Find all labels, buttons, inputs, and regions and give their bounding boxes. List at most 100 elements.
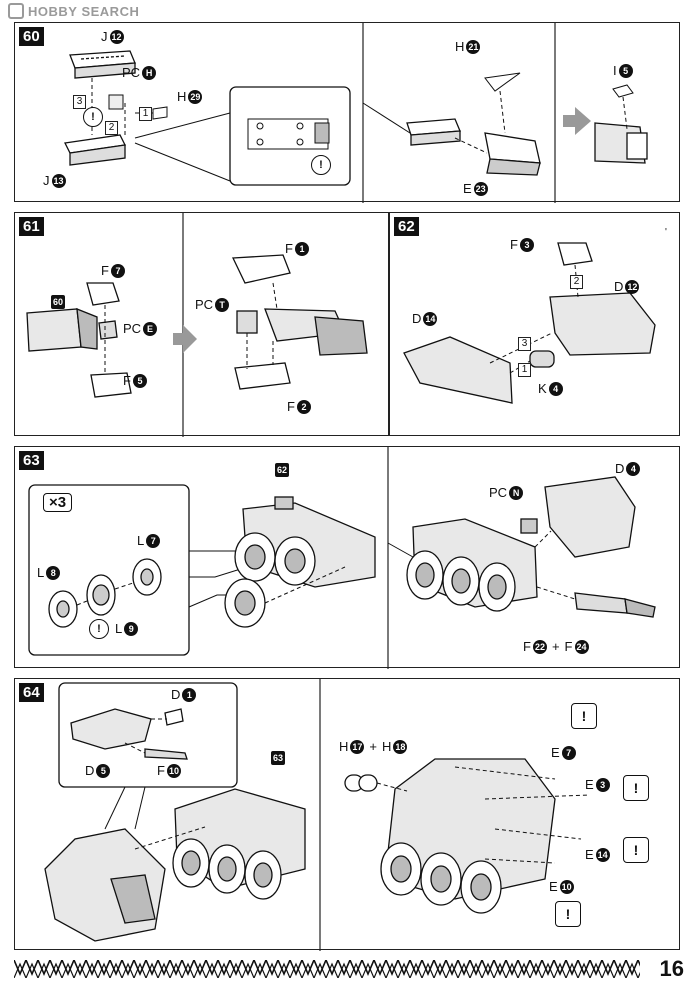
part-number: H	[142, 65, 157, 80]
sequence-marker: 2	[105, 121, 118, 135]
step-60-drawing	[64, 23, 648, 203]
part-number: 29	[188, 89, 203, 104]
watermark-brand: HOBBY	[28, 3, 78, 19]
part-prefix: E	[551, 745, 560, 760]
sequence-marker: 2	[570, 275, 583, 289]
part-prefix: F	[157, 763, 165, 778]
decorative-footer-border	[14, 960, 640, 978]
multiplier-badge: ×3	[43, 493, 73, 512]
page-number: 16	[659, 956, 684, 981]
caution-cut-icon: !	[571, 703, 597, 729]
part-number: 7	[146, 533, 161, 548]
part-prefix: E	[463, 181, 472, 196]
step-number: 60	[19, 27, 44, 46]
part-prefix: D	[615, 461, 625, 476]
part-prefix: J	[101, 29, 108, 44]
part-number: 5	[618, 63, 633, 78]
part-prefix: D	[171, 687, 181, 702]
part-number: 24	[574, 639, 589, 654]
plus-sign: +	[551, 639, 560, 654]
part-prefix: H	[177, 89, 187, 104]
part-number: 10	[559, 879, 574, 894]
step-61-drawing	[26, 213, 368, 437]
sequence-marker: 1	[139, 107, 152, 121]
sequence-marker: 3	[73, 95, 86, 109]
part-prefix: H	[339, 739, 349, 754]
part-number: 7	[110, 263, 125, 278]
part-number: 17	[350, 739, 365, 754]
part-prefix: E	[585, 777, 594, 792]
part-number: 3	[519, 237, 534, 252]
step-60-panel: 60	[14, 22, 680, 203]
watermark-suffix: SEARCH	[81, 3, 140, 19]
part-prefix: K	[538, 381, 547, 396]
step-62-drawing: '	[403, 227, 667, 404]
part-prefix: PC	[195, 297, 214, 312]
caution-icon: !	[311, 155, 331, 175]
part-prefix: PC	[489, 485, 508, 500]
step-63-drawing	[28, 447, 656, 669]
sequence-marker: 1	[518, 363, 531, 377]
part-prefix: D	[85, 763, 95, 778]
part-prefix: H	[455, 39, 465, 54]
part-number: 8	[46, 565, 61, 580]
part-prefix: F	[564, 639, 573, 654]
part-prefix: F	[123, 373, 131, 388]
part-prefix: F	[510, 237, 518, 252]
part-prefix: PC	[123, 321, 142, 336]
hobbysearch-logo-icon	[8, 3, 24, 19]
part-prefix: E	[585, 847, 594, 862]
part-prefix: L	[115, 621, 123, 636]
part-number: 23	[473, 181, 488, 196]
part-prefix: F	[523, 639, 531, 654]
part-number: 9	[124, 621, 139, 636]
part-prefix: PC	[122, 65, 141, 80]
part-number: T	[215, 297, 230, 312]
part-number: N	[509, 485, 524, 500]
step-64-drawing	[44, 679, 590, 951]
part-prefix: I	[613, 63, 617, 78]
part-number: 60	[51, 295, 65, 309]
part-prefix: L	[37, 565, 45, 580]
part-number: 21	[466, 39, 481, 54]
part-label-60: 60	[51, 295, 65, 309]
part-number: 4	[548, 381, 563, 396]
sequence-marker: 3	[518, 337, 531, 351]
caution-cut-icon: !	[623, 775, 649, 801]
part-number: 10	[166, 763, 181, 778]
part-prefix: F	[101, 263, 109, 278]
caution-cut-icon: !	[555, 901, 581, 927]
part-prefix: H	[381, 739, 392, 754]
step-number: 63	[19, 451, 44, 470]
part-number: E	[143, 321, 158, 336]
step-63-panel: 63	[14, 446, 680, 669]
part-prefix: L	[137, 533, 145, 548]
step-number: 61	[19, 217, 44, 236]
part-label-62: 62	[275, 463, 289, 477]
part-number: 12	[109, 29, 124, 44]
part-number: 14	[423, 311, 438, 326]
